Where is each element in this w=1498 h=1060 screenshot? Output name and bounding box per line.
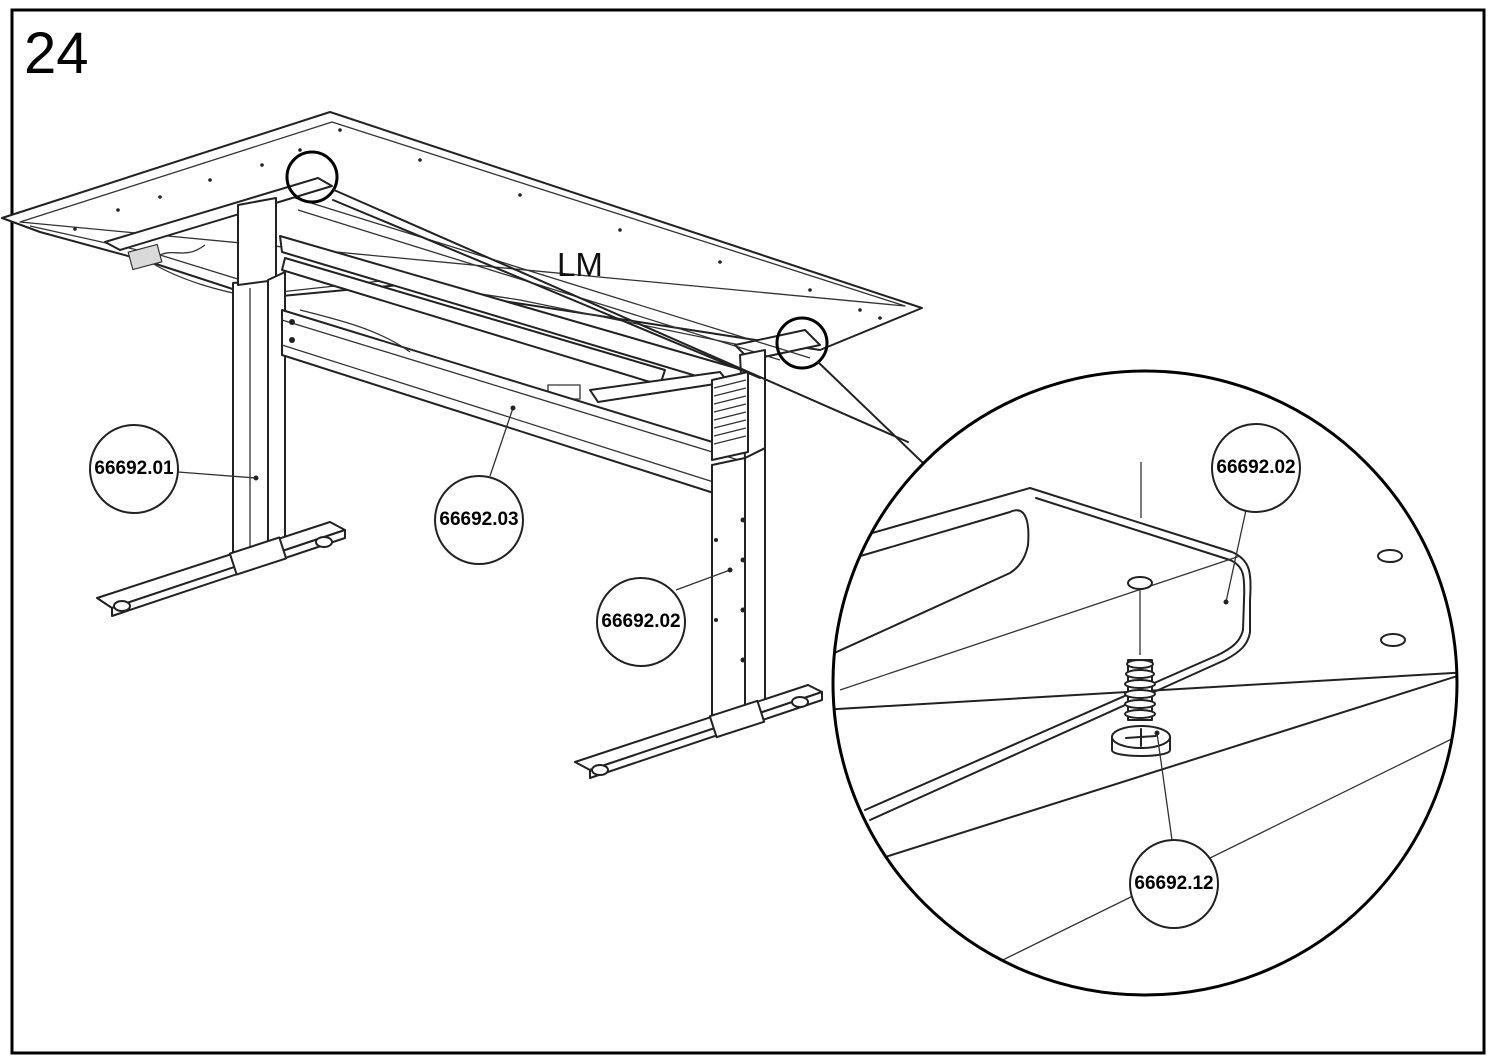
magnify-circle-right <box>775 316 829 370</box>
magnify-circle-left <box>285 150 339 204</box>
callout-left-leg: 66692.01 <box>89 424 259 514</box>
cable-vent <box>711 371 749 461</box>
right-leg <box>574 349 823 779</box>
left-leg <box>96 197 346 617</box>
detail-markers <box>285 150 923 463</box>
detail-view <box>831 369 1459 997</box>
svg-text:66692.02: 66692.02 <box>601 611 680 632</box>
svg-text:66692.12: 66692.12 <box>1134 873 1213 894</box>
callout-detail-bracket: 66692.02 <box>1211 423 1301 605</box>
step-number: 24 <box>24 21 89 86</box>
callout-right-leg: 66692.02 <box>596 567 733 667</box>
tabletop-holes <box>73 128 882 320</box>
svg-text:66692.02: 66692.02 <box>1216 457 1295 478</box>
screw <box>1111 590 1171 757</box>
callout-crossbar: 66692.03 <box>434 405 524 565</box>
svg-text:66692.01: 66692.01 <box>94 458 174 479</box>
lm-label: LM <box>557 246 603 283</box>
svg-text:66692.03: 66692.03 <box>439 509 518 530</box>
detail-circle-outline <box>831 369 1459 997</box>
callout-detail-screw: 66692.12 <box>1129 730 1219 929</box>
